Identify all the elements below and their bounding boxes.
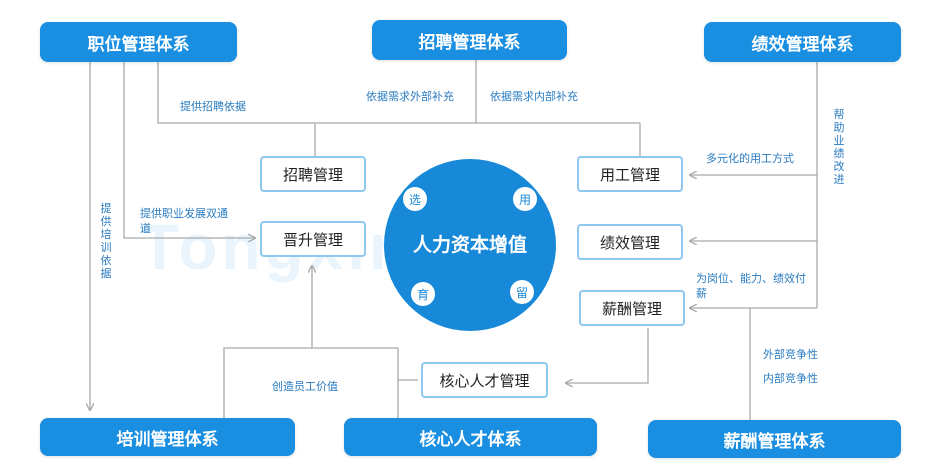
arrow-career-channel — [123, 62, 255, 238]
label-external-competitive: 外部竞争性 — [763, 348, 818, 361]
line-training-up — [223, 347, 312, 418]
performance-module: 绩效管理 — [577, 224, 683, 260]
label-provide-recruit-basis: 提供招聘依据 — [180, 100, 246, 113]
center-title: 人力资本增值 — [412, 234, 527, 256]
training-system: 培训管理体系 — [40, 418, 295, 456]
recruit-system: 招聘管理体系 — [372, 20, 567, 60]
employment-module: 用工管理 — [577, 156, 683, 192]
cycle-use: 用 — [513, 187, 537, 211]
cycle-select: 选 — [403, 187, 427, 211]
label-pay-basis: 为岗位、能力、绩效付薪 — [696, 272, 806, 300]
label-internal-competitive: 内部竞争性 — [763, 372, 818, 385]
cycle-retain: 留 — [510, 280, 534, 304]
arrow-salary-to-core — [566, 328, 649, 383]
label-external-supplement: 依据需求外部补充 — [366, 90, 454, 103]
promotion-module: 晋升管理 — [260, 221, 366, 257]
label-career-channel: 提供职业发展双通道 — [140, 207, 228, 235]
label-help-improve: 帮助业绩改进 — [833, 108, 845, 186]
line-position-to-recruit — [157, 62, 640, 124]
core-talent-module: 核心人才管理 — [421, 362, 548, 398]
label-diverse-employment: 多元化的用工方式 — [706, 152, 794, 165]
cycle-develop: 育 — [411, 282, 435, 306]
label-training-basis: 提供培训依据 — [100, 202, 112, 280]
label-create-value: 创造员工价值 — [272, 380, 338, 393]
salary-module: 薪酬管理 — [579, 290, 685, 326]
label-internal-supplement: 依据需求内部补充 — [490, 90, 578, 103]
recruit-module: 招聘管理 — [260, 156, 366, 192]
position-system: 职位管理体系 — [40, 22, 237, 62]
salary-system: 薪酬管理体系 — [648, 420, 901, 458]
performance-system: 绩效管理体系 — [704, 22, 901, 62]
core-talent-system: 核心人才体系 — [344, 418, 597, 456]
arrow-to-promotion — [312, 266, 398, 349]
